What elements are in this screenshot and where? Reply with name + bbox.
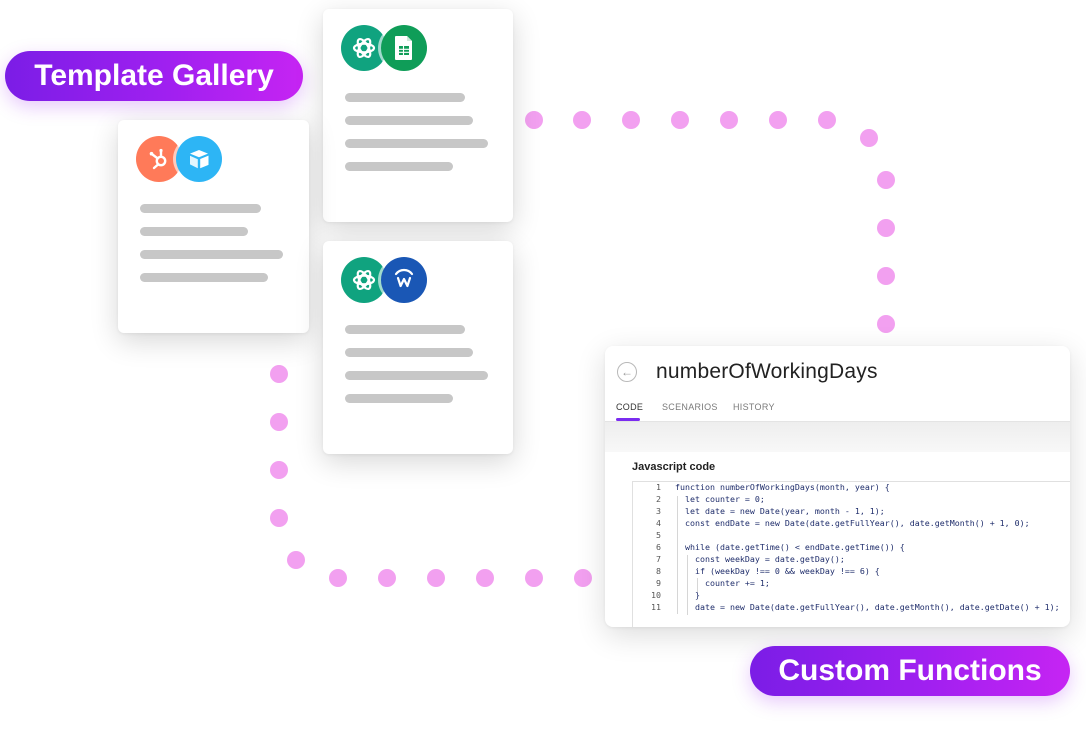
card-icons xyxy=(341,25,441,71)
line-number: 2 xyxy=(656,494,661,504)
template-card-openai-webflow[interactable] xyxy=(323,241,513,454)
tab-scenarios[interactable]: SCENARIOS xyxy=(662,402,718,412)
code-line: 10 } xyxy=(633,590,1070,602)
placeholder-line xyxy=(345,394,453,403)
code-text: while (date.getTime() < endDate.getTime(… xyxy=(675,542,905,552)
code-line: 6 while (date.getTime() < endDate.getTim… xyxy=(633,542,1070,554)
connector-dot xyxy=(574,569,592,587)
connector-dot xyxy=(877,267,895,285)
connector-dot xyxy=(476,569,494,587)
line-number: 5 xyxy=(656,530,661,540)
tabs-divider xyxy=(605,421,1070,422)
connector-dot xyxy=(877,171,895,189)
line-number: 10 xyxy=(651,590,661,600)
connector-dot xyxy=(427,569,445,587)
code-text: const endDate = new Date(date.getFullYea… xyxy=(675,518,1030,528)
code-line: 1 function numberOfWorkingDays(month, yea… xyxy=(633,482,1070,494)
tab-history[interactable]: HISTORY xyxy=(733,402,775,412)
openai-icon xyxy=(341,25,387,71)
connector-dot xyxy=(270,461,288,479)
connector-dot xyxy=(270,509,288,527)
connector-dot xyxy=(329,569,347,587)
connector-dot xyxy=(877,219,895,237)
code-line: 7 const weekDay = date.getDay(); xyxy=(633,554,1070,566)
code-editor[interactable]: 1 function numberOfWorkingDays(month, yea… xyxy=(632,481,1070,627)
connector-dot xyxy=(671,111,689,129)
line-number: 6 xyxy=(656,542,661,552)
connector-dot xyxy=(270,365,288,383)
placeholder-line xyxy=(345,371,488,380)
card-icons xyxy=(136,136,236,182)
google-sheets-icon xyxy=(381,25,427,71)
tab-code[interactable]: CODE xyxy=(616,402,644,412)
code-line: 8 if (weekDay !== 0 && weekDay !== 6) { xyxy=(633,566,1070,578)
code-text: } xyxy=(675,590,700,600)
template-gallery-label: Template Gallery xyxy=(5,51,303,101)
indent-guide xyxy=(697,578,698,592)
line-number: 9 xyxy=(656,578,661,588)
template-card-openai-sheets[interactable] xyxy=(323,9,513,222)
connector-dot xyxy=(287,551,305,569)
connector-dot xyxy=(877,315,895,333)
indent-guide xyxy=(687,555,688,615)
line-number: 1 xyxy=(656,482,661,492)
connector-dot xyxy=(720,111,738,129)
line-number: 11 xyxy=(651,602,661,612)
code-line: 5 xyxy=(633,530,1070,542)
placeholder-line xyxy=(345,162,453,171)
code-line: 9 counter += 1; xyxy=(633,578,1070,590)
template-card-hubspot-airtable[interactable] xyxy=(118,120,309,333)
placeholder-line xyxy=(345,93,465,102)
arrow-left-icon[interactable]: ← xyxy=(617,362,637,382)
code-line: 3 let date = new Date(year, month - 1, 1… xyxy=(633,506,1070,518)
placeholder-line xyxy=(345,348,473,357)
openai-icon xyxy=(341,257,387,303)
placeholder-line xyxy=(140,273,268,282)
connector-dot xyxy=(270,413,288,431)
line-number: 3 xyxy=(656,506,661,516)
connector-dot xyxy=(573,111,591,129)
connector-dot xyxy=(818,111,836,129)
custom-function-panel: ← numberOfWorkingDays CODE SCENARIOS HIS… xyxy=(605,346,1070,627)
section-label: Javascript code xyxy=(632,461,716,473)
placeholder-line xyxy=(140,250,283,259)
code-text: date = new Date(date.getFullYear(), date… xyxy=(675,602,1060,612)
code-text: const weekDay = date.getDay(); xyxy=(675,554,845,564)
connector-dot xyxy=(525,569,543,587)
hubspot-icon xyxy=(136,136,182,182)
code-line: 2 let counter = 0; xyxy=(633,494,1070,506)
toolbar-band xyxy=(605,422,1070,452)
code-text: counter += 1; xyxy=(675,578,770,588)
connector-dot xyxy=(525,111,543,129)
code-text: if (weekDay !== 0 && weekDay !== 6) { xyxy=(675,566,880,576)
connector-dot xyxy=(622,111,640,129)
code-line: 4 const endDate = new Date(date.getFullY… xyxy=(633,518,1070,530)
code-text: function numberOfWorkingDays(month, year… xyxy=(675,482,890,492)
custom-functions-label: Custom Functions xyxy=(750,646,1070,696)
connector-dot xyxy=(860,129,878,147)
placeholder-line xyxy=(140,227,248,236)
line-number: 4 xyxy=(656,518,661,528)
airtable-icon xyxy=(176,136,222,182)
placeholder-line xyxy=(345,325,465,334)
placeholder-line xyxy=(140,204,261,213)
placeholder-line xyxy=(345,139,488,148)
connector-dot xyxy=(769,111,787,129)
active-tab-indicator xyxy=(616,418,640,421)
card-icons xyxy=(341,257,441,303)
line-number: 7 xyxy=(656,554,661,564)
indent-guide xyxy=(677,496,678,614)
function-title: numberOfWorkingDays xyxy=(656,360,878,383)
webflow-icon xyxy=(381,257,427,303)
code-text: let date = new Date(year, month - 1, 1); xyxy=(675,506,885,516)
line-number: 8 xyxy=(656,566,661,576)
connector-dot xyxy=(378,569,396,587)
code-line: 11 date = new Date(date.getFullYear(), d… xyxy=(633,602,1070,614)
placeholder-line xyxy=(345,116,473,125)
code-text: let counter = 0; xyxy=(675,494,765,504)
